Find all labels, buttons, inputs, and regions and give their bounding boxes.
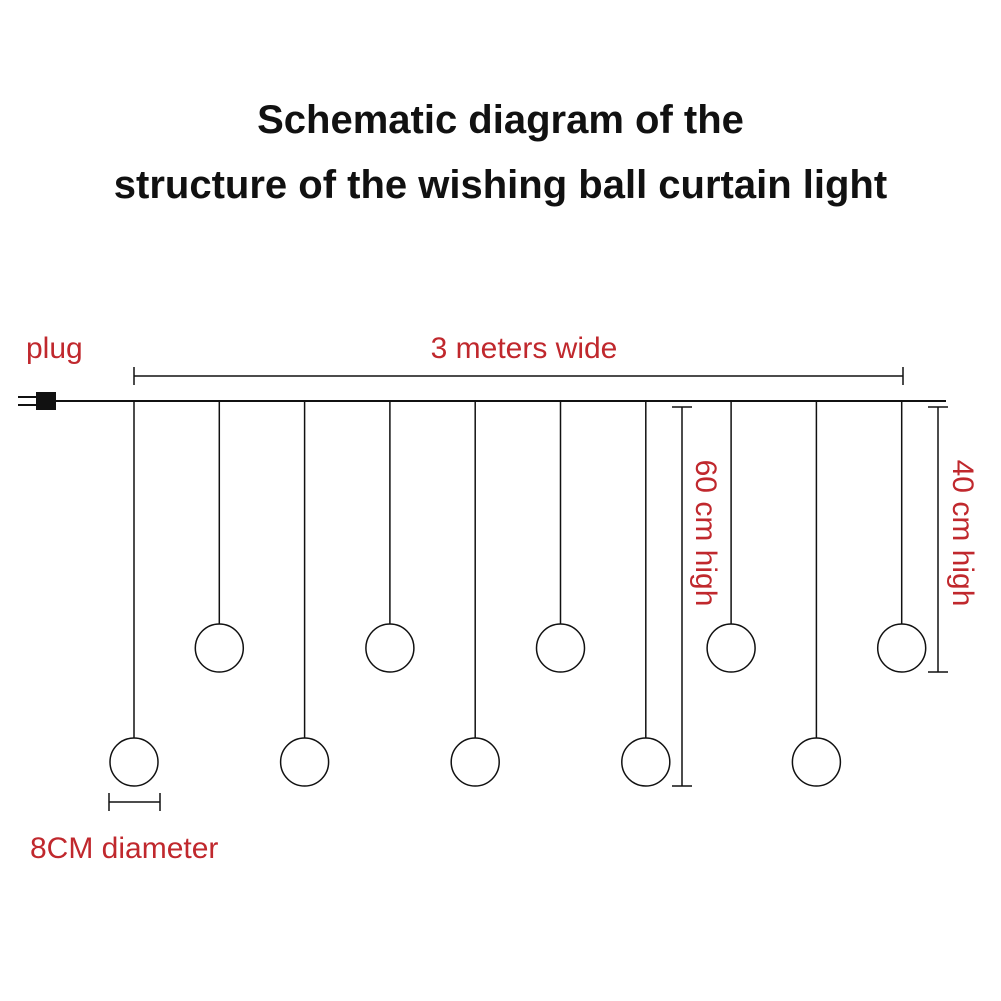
- wishing-ball: [791, 737, 842, 787]
- diameter-dimension-line: [108, 793, 161, 811]
- width-label: 3 meters wide: [431, 332, 618, 365]
- wishing-ball: [194, 623, 245, 673]
- long-drop-height-label: 60 cm high: [689, 460, 722, 607]
- wishing-ball: [279, 737, 330, 787]
- strand-short: [535, 401, 586, 673]
- short-drop-dimension-line: [928, 406, 948, 673]
- wishing-ball: [535, 623, 586, 673]
- diagram-title-line-2: structure of the wishing ball curtain li…: [113, 163, 888, 207]
- strand-short: [876, 401, 927, 673]
- wishing-ball: [706, 623, 756, 673]
- plug-label: plug: [26, 332, 83, 365]
- plug-icon: [18, 392, 56, 410]
- wishing-ball: [876, 623, 927, 673]
- ball-strands: [109, 401, 927, 787]
- strand-short: [194, 401, 245, 673]
- wishing-ball: [109, 737, 159, 787]
- wishing-ball: [621, 737, 671, 787]
- wishing-ball: [365, 623, 415, 673]
- long-drop-dimension-line: [672, 406, 692, 787]
- strand-long: [450, 401, 500, 787]
- diameter-label: 8CM diameter: [30, 832, 218, 865]
- width-dimension-line: [133, 367, 904, 385]
- short-drop-height-label: 40 cm high: [946, 460, 979, 607]
- strand-long: [791, 401, 842, 787]
- diagram-title-line-1: Schematic diagram of the: [257, 98, 744, 142]
- strand-short: [365, 401, 415, 673]
- strand-long: [621, 401, 671, 787]
- wishing-ball: [450, 737, 500, 787]
- strand-short: [706, 401, 756, 673]
- strand-long: [109, 401, 159, 787]
- strand-long: [279, 401, 330, 787]
